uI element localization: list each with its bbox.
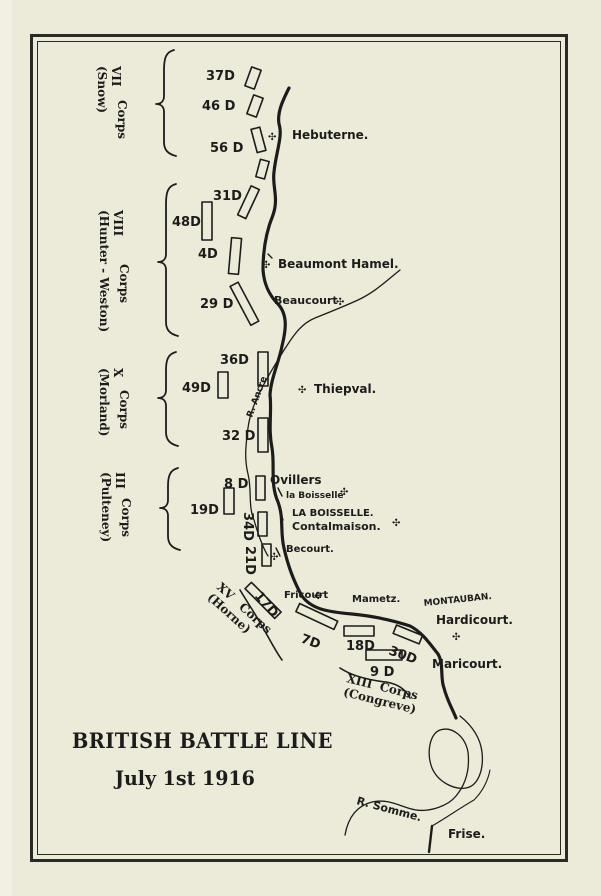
box-7d	[295, 602, 339, 631]
box-18d	[343, 625, 375, 637]
symbol-becourt: ✣	[270, 552, 278, 563]
brace-viii	[157, 183, 179, 337]
box-30d	[392, 624, 424, 645]
page-edge	[0, 0, 12, 896]
box-4d	[227, 236, 243, 276]
label-somme: R. Somme.	[355, 794, 423, 824]
place-frise: Frise.	[448, 827, 485, 841]
symbol-fricourt: ✣	[314, 591, 322, 602]
corps-x-numeral: X	[111, 368, 125, 378]
box-29d	[229, 281, 260, 327]
corps-vii-commander: (Snow)	[95, 66, 109, 113]
place-beaucourt: Beaucourt	[274, 294, 338, 307]
brace-iii	[159, 467, 181, 551]
river-ancre	[245, 269, 401, 557]
front-line	[261, 86, 458, 720]
box-37d	[244, 66, 262, 90]
box-32d	[257, 417, 269, 453]
corps-x-commander: (Morland)	[97, 368, 111, 436]
box-56d	[250, 126, 267, 154]
box-19d	[223, 487, 235, 515]
corps-iii-word: Corps	[119, 498, 133, 537]
label-49d: 49D	[182, 381, 211, 396]
place-contalmaison: Contalmaison.	[292, 520, 381, 533]
corps-vii-numeral: VII	[109, 65, 123, 87]
corps-viii-commander: (Hunter - Weston)	[97, 210, 111, 332]
symbol-hardicourt: ✣	[452, 632, 460, 643]
box-46d	[246, 94, 264, 118]
map-border-inner	[37, 41, 561, 855]
place-montauban: MONTAUBAN.	[423, 592, 492, 609]
label-29d: 29 D	[200, 297, 234, 312]
symbol-beaucourt: ✣	[336, 297, 344, 308]
corps-iii-commander: (Pulteney)	[99, 472, 113, 542]
xiii-corps-bracket	[339, 667, 411, 699]
map-border-outer	[30, 34, 568, 862]
label-7d: 7D	[299, 632, 323, 653]
label-8d: 8 D	[224, 477, 249, 492]
symbol-beaumont: ✣	[262, 260, 270, 271]
symbol-thiepval: ✣	[298, 385, 306, 396]
river-somme-bank	[431, 769, 491, 827]
symbol-laboisselle: ✣	[340, 487, 348, 498]
division-labels: 37D 46 D 56 D 31D 48D 4D 29 D 36D 49D 32…	[172, 69, 419, 680]
corps-viii-numeral: VIII	[111, 209, 125, 237]
corps-vii-word: Corps	[115, 100, 129, 139]
label-ancre: R. Ancre	[245, 375, 269, 419]
label-56d: 56 D	[210, 141, 244, 156]
label-48d: 48D	[172, 215, 201, 230]
box-8d	[255, 475, 266, 501]
place-fricourt: Fricourt	[284, 590, 328, 601]
box-9d	[365, 649, 403, 661]
place-thiepval: Thiepval.	[314, 382, 376, 396]
place-beaumont-hamel: Beaumont Hamel.	[278, 257, 399, 271]
frise-marker	[427, 824, 434, 854]
village-ticks	[267, 253, 284, 557]
map-date: July 1st 1916	[115, 766, 255, 790]
corps-iii-numeral: III	[113, 472, 127, 489]
village-symbols: ✣ ✣ ✣ ✣ ✣ ✣ ✣ ✣ ✣	[262, 132, 460, 643]
label-9d: 9 D	[370, 665, 395, 680]
brace-vii	[155, 49, 177, 157]
place-becourt: Becourt.	[286, 544, 334, 555]
place-hardicourt: Hardicourt.	[436, 613, 513, 627]
box-48d	[201, 201, 213, 241]
corps-viii-word: Corps	[117, 264, 131, 303]
label-46d: 46 D	[202, 99, 236, 114]
box-17d	[244, 581, 282, 620]
symbol-contalmaison: ✣	[392, 518, 400, 529]
brace-x	[157, 351, 179, 447]
label-18d: 18D	[346, 639, 375, 654]
label-4d: 4D	[198, 247, 218, 262]
label-32d: 32 D	[222, 429, 256, 444]
xv-corps-bracket	[239, 589, 283, 661]
place-mametz: Mametz.	[352, 594, 400, 605]
place-hebuterne: Hebuterne.	[292, 128, 368, 142]
symbol-hebuterne: ✣	[268, 132, 276, 143]
box-21d	[261, 543, 272, 567]
label-21d: 21D	[242, 546, 257, 575]
box-56d-b	[255, 158, 270, 180]
place-ovillers: Ovillers	[270, 473, 322, 487]
box-34d	[257, 511, 268, 537]
label-37d: 37D	[206, 69, 235, 84]
box-36d	[257, 351, 269, 387]
place-la-boisselle: LA BOISSELLE.	[292, 508, 374, 519]
box-49d	[217, 371, 229, 399]
corps-x-word: Corps	[117, 390, 131, 429]
place-maricourt: Maricourt.	[432, 657, 502, 671]
river-somme	[344, 715, 484, 836]
label-34d: 34D	[240, 512, 255, 541]
label-31d: 31D	[213, 189, 242, 204]
label-36d: 36D	[220, 353, 249, 368]
box-31d	[236, 185, 261, 220]
corps-xiii-numeral: XIII	[345, 671, 374, 691]
division-boxes	[201, 66, 424, 661]
place-la-boisselle-small: la Boisselle	[286, 491, 344, 501]
map-title: BRITISH BATTLE LINE	[72, 728, 333, 753]
label-19d: 19D	[190, 503, 219, 518]
